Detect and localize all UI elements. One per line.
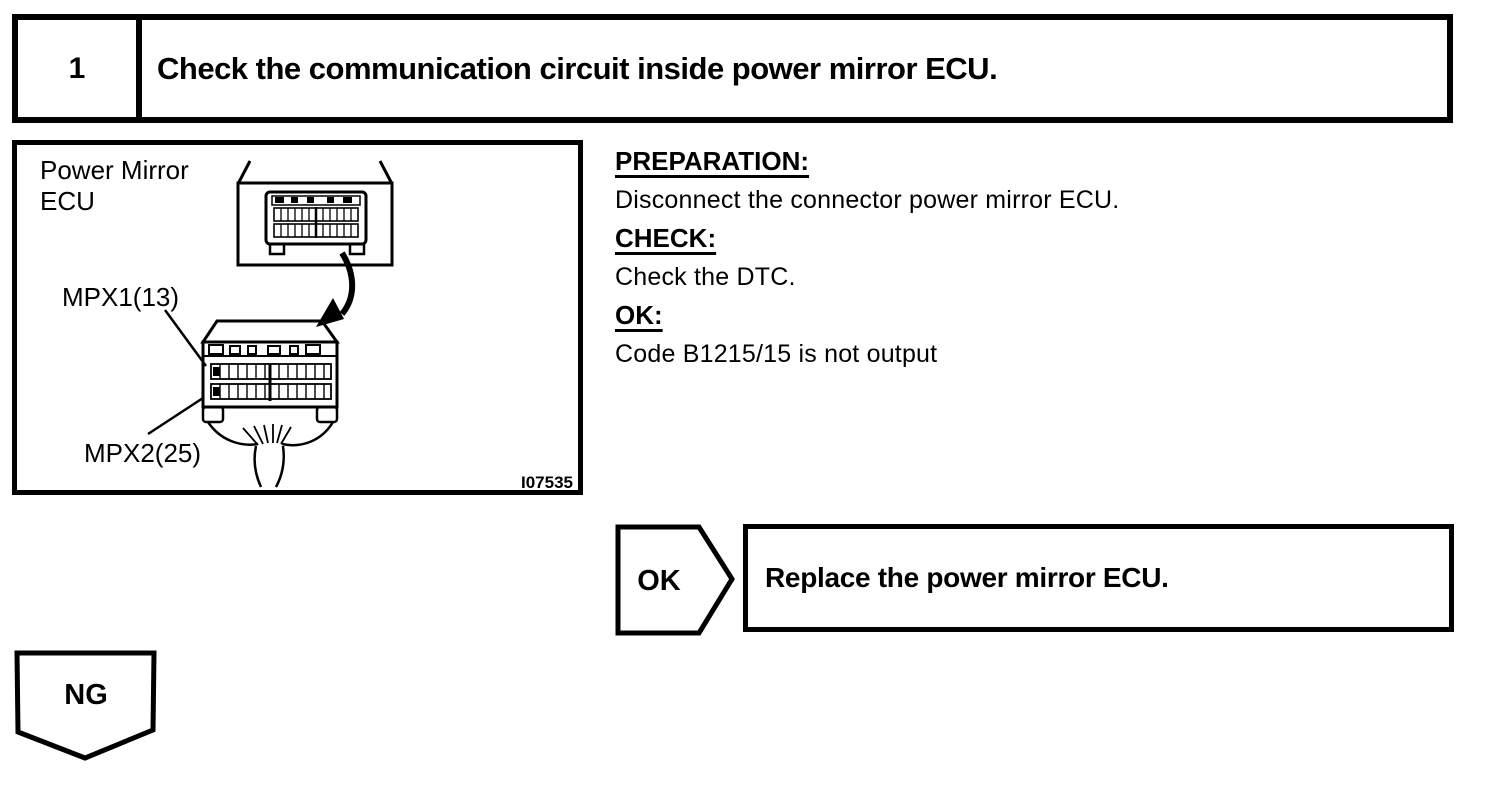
figure-code: I07535 [521, 473, 573, 492]
mpx1-leader-line [163, 309, 208, 367]
figure-frame [12, 140, 583, 495]
ok-badge-label: OK [637, 565, 681, 597]
connector-notches-top [275, 197, 352, 203]
harness-notches-top [208, 344, 321, 355]
check-heading: CHECK: [615, 223, 717, 253]
ok-heading: OK: [615, 300, 663, 330]
mpx1-label: MPX1(13) [62, 282, 179, 312]
ng-badge-label: NG [64, 679, 108, 711]
step-number: 1 [18, 20, 142, 117]
figure-illustration: Power Mirror ECU [12, 140, 583, 495]
figure-box: Power Mirror ECU [12, 140, 585, 497]
curved-down-arrow-icon [316, 251, 356, 327]
component-label-line2: ECU [40, 186, 95, 216]
step-title: Check the communication circuit inside p… [157, 50, 998, 86]
check-body: Check the DTC. [615, 262, 796, 291]
mpx2-leader-line [147, 396, 204, 436]
ok-result-badge: OK [613, 521, 739, 643]
ecu-housing-drawing [236, 160, 394, 267]
ok-body: Code B1215/15 is not output [615, 339, 938, 368]
preparation-body: Disconnect the connector power mirror EC… [615, 185, 1120, 214]
mpx2-label: MPX2(25) [84, 438, 201, 468]
ok-action-box: Replace the power mirror ECU. [743, 524, 1454, 632]
wire-harness-drawing [206, 421, 335, 488]
component-label-line1: Power Mirror [40, 155, 189, 185]
harness-connector-drawing [200, 319, 340, 488]
preparation-heading: PREPARATION: [615, 146, 810, 176]
step-header: 1 Check the communication circuit inside… [12, 14, 1453, 123]
ng-pentagon-shape [14, 650, 157, 761]
instruction-block: PREPARATION: Disconnect the connector po… [615, 142, 1375, 373]
ok-action-text: Replace the power mirror ECU. [765, 562, 1169, 593]
ng-result-badge: NG [12, 648, 162, 769]
ok-pentagon-shape [615, 524, 735, 636]
